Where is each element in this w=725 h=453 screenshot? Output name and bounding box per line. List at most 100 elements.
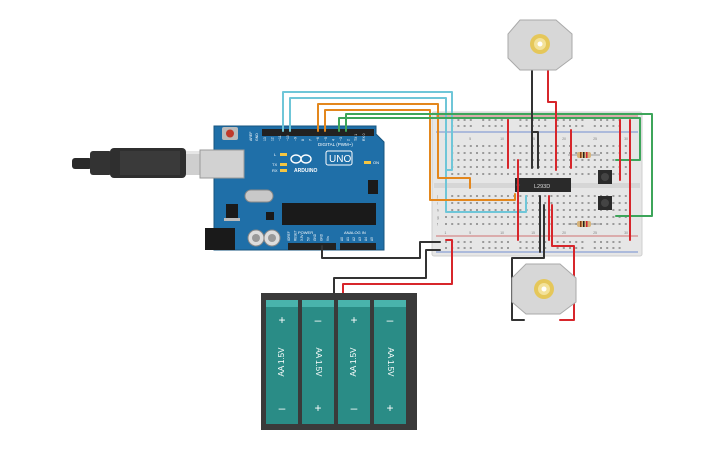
digital-pin-label: 2 [347,139,351,141]
digital-pin-label: 7 [309,139,313,141]
power-pin-label: GND [313,233,317,241]
led-l [280,153,287,156]
led-rx-label: RX [272,168,278,173]
battery-cell: + – AA 1.5V [338,300,370,424]
arduino-uno-board[interactable]: DIGITAL (PWM~) AREF GND L TX RX ON ARDUI… [199,125,385,251]
battery-cell: –+AA 1.5V [302,300,334,424]
uno-badge [325,150,353,166]
digital-pin-label: ~5 [324,137,328,141]
digital-pin-label: TX 1 [354,134,358,141]
gnd-label: GND [255,133,259,141]
usb-cable[interactable] [72,148,220,178]
cell-terminal-bottom: – [279,401,286,415]
uno-label: UNO [329,154,351,165]
analog-header [340,243,376,250]
wire-cyan[interactable] [282,91,453,171]
cell-label: AA 1.5V [314,348,323,378]
dc-motor-bottom[interactable] [511,263,577,315]
power-pin-label: Vin [326,236,330,241]
digital-pin-label: ~3 [339,137,343,141]
power-pin-label: 5V [307,236,311,241]
led-on-label: ON [373,160,379,165]
column-number: 20 [562,137,566,141]
cell-terminal-bottom: + [314,401,321,415]
voltage-regulator [226,204,238,218]
digital-header [262,129,374,136]
column-number: 15 [531,231,535,235]
atmega-chip [282,203,376,225]
wire-red[interactable] [551,204,575,321]
digital-pin-label: 8 [301,139,305,141]
power-jack[interactable] [205,228,235,250]
wire-green[interactable] [345,113,653,217]
column-number: 30 [624,231,628,235]
digital-pin-label: ~11 [278,135,282,141]
cell-label: AA 1.5V [277,347,286,377]
arduino-logo-text: ARDUINO [294,168,317,174]
wire-black[interactable] [531,69,539,169]
wire-red[interactable] [547,69,557,171]
row-letter: h [437,209,439,213]
cell-terminal-top: – [387,313,394,327]
digital-pin-label: ~9 [293,137,297,141]
column-number: 10 [500,137,504,141]
dc-motor-top[interactable] [507,19,573,71]
cell-label: AA 1.5V [386,348,395,378]
l293d-chip[interactable] [515,178,571,192]
wire-black[interactable] [321,241,441,259]
column-number: 5 [469,137,471,141]
column-number: 25 [593,231,597,235]
row-letter: f [437,223,438,227]
crystal [244,189,274,203]
led-rx [280,169,287,172]
pushbutton[interactable] [598,196,612,210]
cell-terminal-top: + [350,313,357,327]
power-pin-label: A1 [346,237,350,241]
resistor[interactable] [568,152,600,158]
digital-pin-label: ~6 [316,137,320,141]
column-number: 10 [500,231,504,235]
column-number: 25 [593,137,597,141]
power-header [288,243,336,250]
row-letter: i [437,202,438,206]
power-pin-label: A3 [358,237,362,241]
row-letter: g [437,216,439,220]
digital-label: DIGITAL (PWM~) [318,142,353,147]
digital-pin-label: 12 [271,137,275,141]
arduino-logo: ARDUINO [290,154,317,174]
resistor[interactable] [568,221,600,227]
digital-pin-label: 4 [331,139,335,141]
led-l-label: L [274,152,277,157]
cell-terminal-bottom: – [351,401,358,415]
wire-red[interactable] [342,239,453,294]
wires [282,69,653,321]
power-pin-label: GND [320,233,324,241]
digital-pin-label: ~10 [286,135,290,141]
power-pin-label: RESET [294,230,298,241]
power-label: POWER [298,230,313,235]
wire-green[interactable] [338,117,641,161]
column-number: 15 [531,137,535,141]
wire-orange[interactable] [324,109,516,201]
aref-label: AREF [249,132,253,141]
cell-terminal-top: + [278,313,285,327]
digital-pin-label: 13 [263,137,267,141]
row-letter: j [436,195,438,199]
wire-black[interactable] [333,249,441,294]
battery-cell: – + AA 1.5V [374,300,406,424]
wire-black[interactable] [511,204,545,321]
cell-terminal-bottom: + [386,401,393,415]
wire-orange[interactable] [317,103,471,189]
pushbutton[interactable] [598,170,612,184]
battery-pack[interactable]: +–AA 1.5V–+AA 1.5V+–AA 1.5V–+AA 1.5V [261,293,417,430]
column-number: 1 [445,231,447,235]
column-number: 30 [624,137,628,141]
cell-label: AA 1.5V [349,347,358,377]
power-pin-label: IOREF [287,231,291,241]
wire-cyan[interactable] [289,97,527,213]
led-on [364,161,371,164]
power-pin-label: A4 [364,237,368,241]
